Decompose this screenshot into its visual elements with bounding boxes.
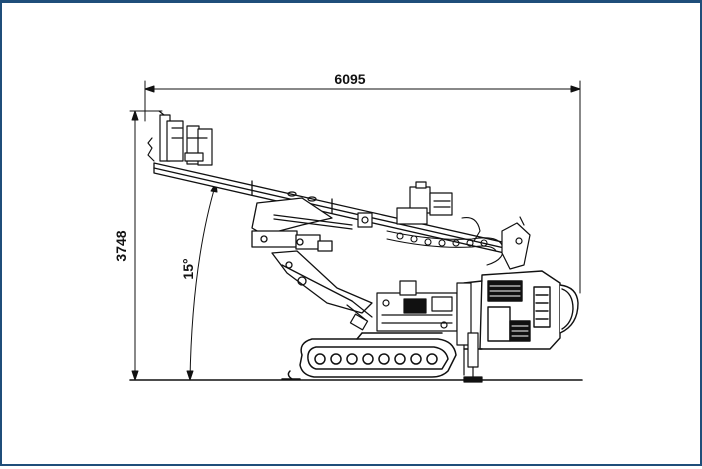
height-dimension bbox=[129, 110, 163, 381]
hydraulic-cylinder bbox=[346, 300, 373, 331]
angle-dimension-label: 15° bbox=[180, 258, 196, 279]
mast-top-head bbox=[147, 110, 213, 166]
cable-carrier bbox=[386, 216, 504, 266]
angle-dimension bbox=[186, 182, 218, 381]
width-dimension bbox=[144, 80, 581, 294]
crawler-track bbox=[281, 332, 457, 380]
drill-mast bbox=[153, 162, 525, 258]
boom-arm bbox=[251, 197, 373, 314]
drill-rig-diagram: 6095 3748 15° bbox=[113, 71, 583, 383]
rotary-head bbox=[357, 181, 453, 228]
height-dimension-label: 3748 bbox=[113, 230, 129, 261]
power-pack bbox=[463, 270, 579, 350]
hydraulic-block bbox=[376, 280, 472, 376]
stabilizer-leg bbox=[463, 332, 483, 383]
width-dimension-label: 6095 bbox=[334, 71, 365, 87]
mast-tail-bracket bbox=[501, 216, 531, 270]
